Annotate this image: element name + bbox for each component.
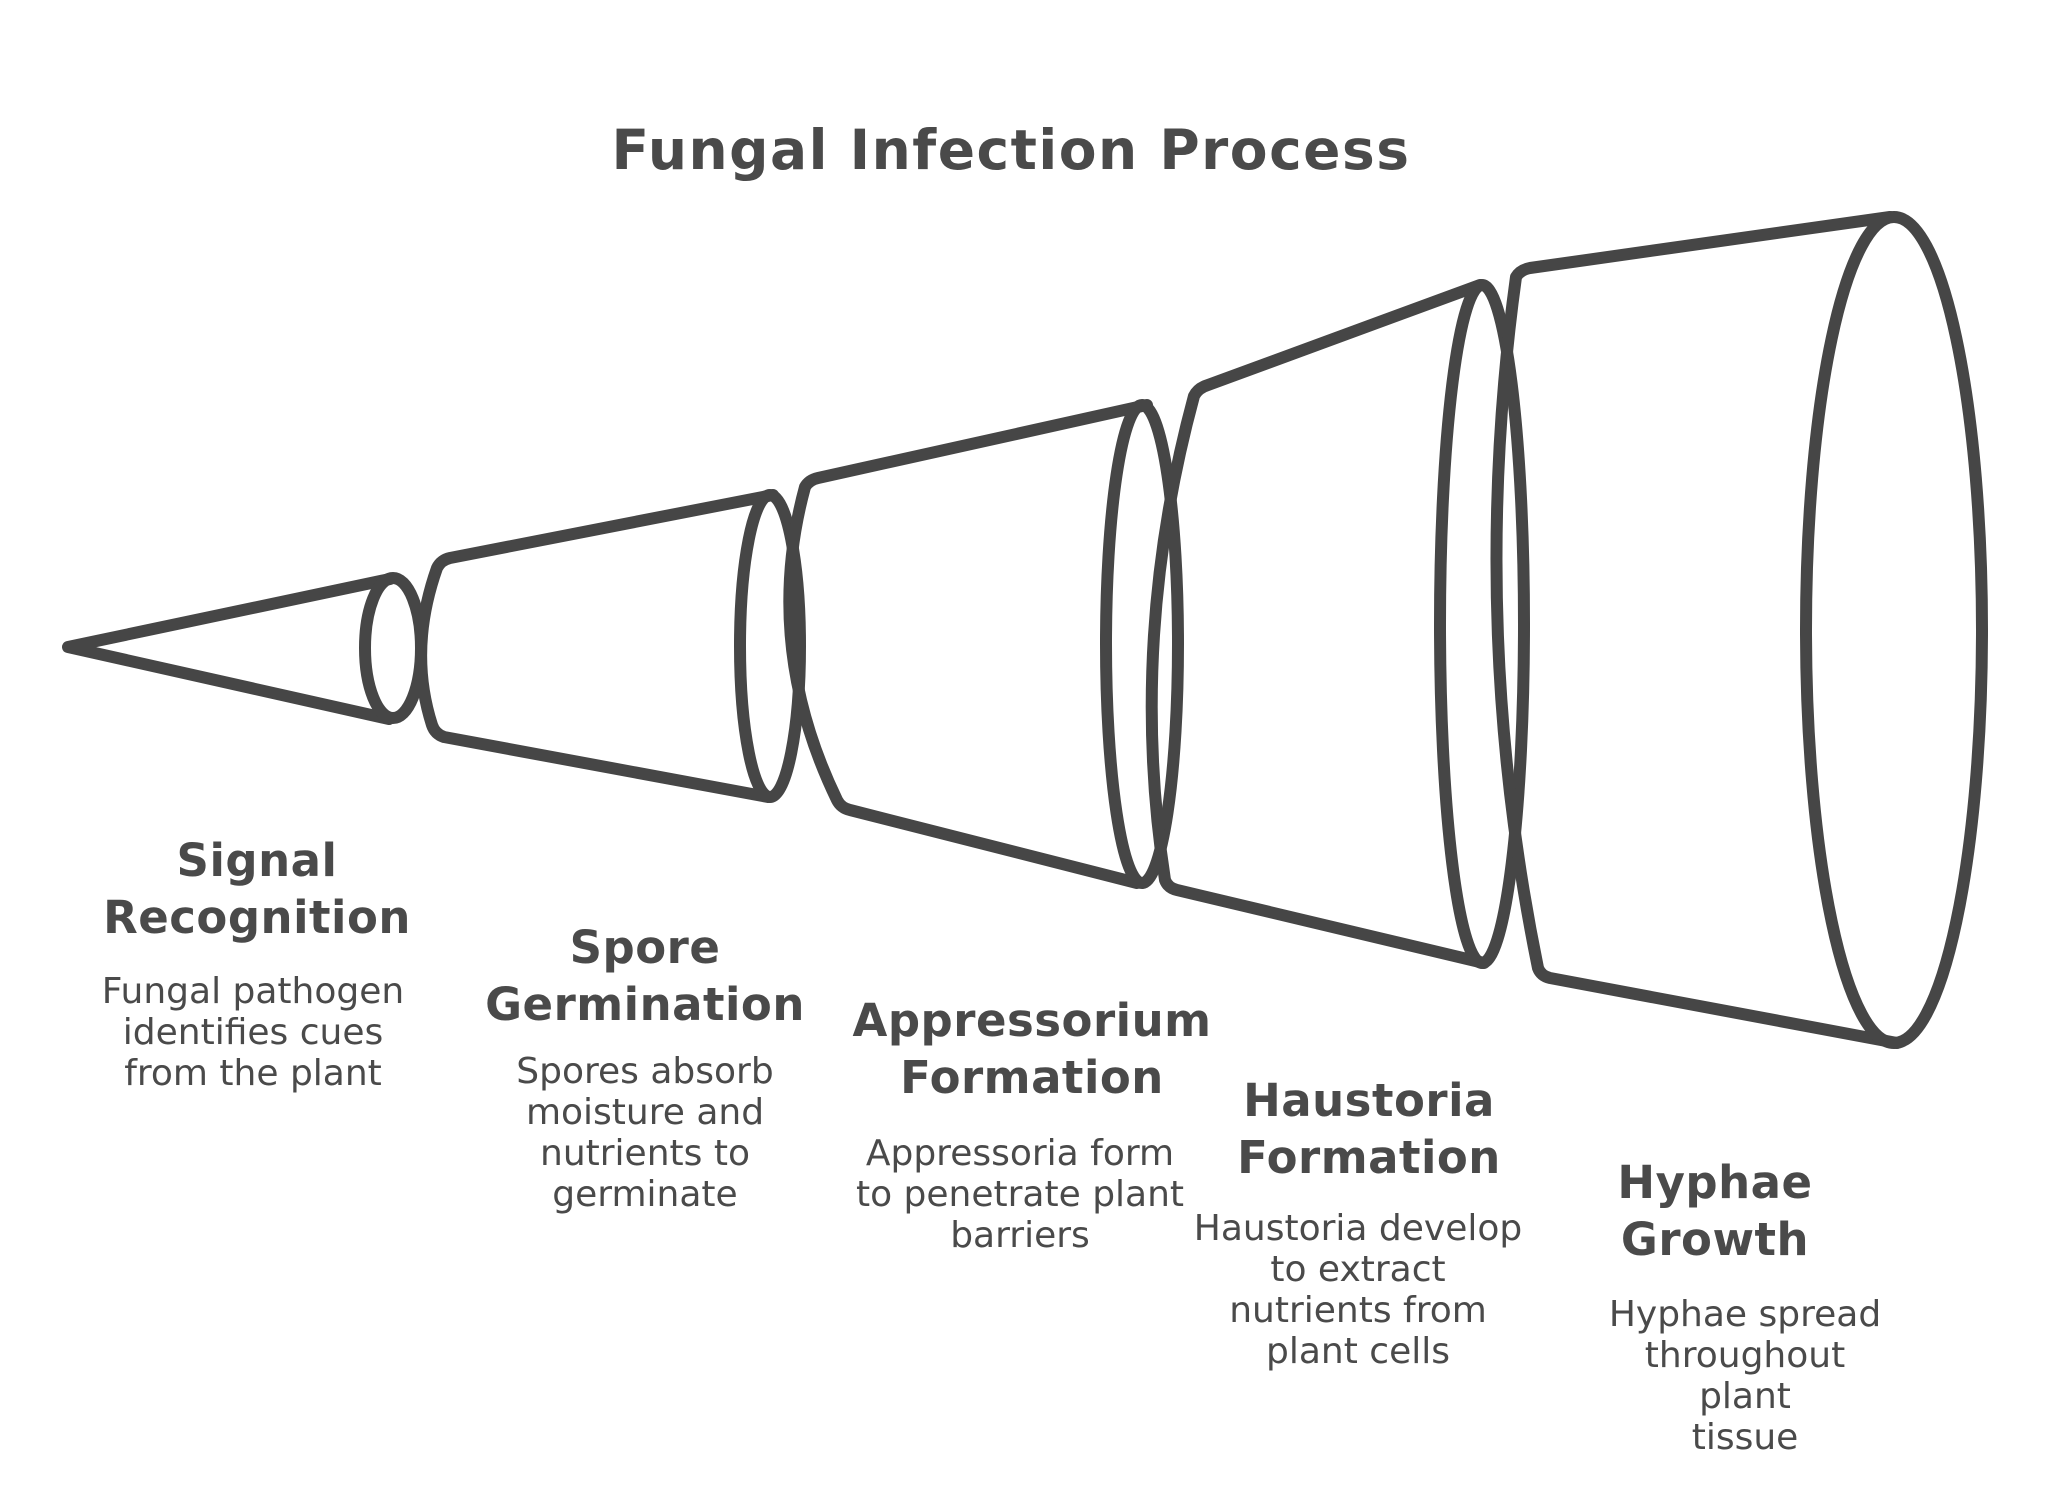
stage-2-description: Spores absorb moisture and nutrients to … bbox=[516, 1051, 774, 1215]
funnel-stage-1-cap-ellipse bbox=[359, 572, 427, 724]
stage-4-description: Haustoria develop to extract nutrients f… bbox=[1193, 1208, 1523, 1372]
stage-5-label: Hyphae Growth bbox=[1617, 1156, 1813, 1266]
stage-3-description: Appressoria form to penetrate plant barr… bbox=[855, 1133, 1185, 1256]
funnel-stage-3-body bbox=[783, 399, 1153, 889]
stage-2-label: Spore Germination bbox=[485, 921, 805, 1031]
stage-1-description: Fungal pathogen identifies cues from the… bbox=[101, 971, 405, 1094]
stage-4-label: Haustoria Formation bbox=[1237, 1074, 1501, 1184]
funnel-mouth-ellipse bbox=[1800, 211, 1988, 1049]
stage-1-label: Signal Recognition bbox=[103, 834, 411, 944]
funnel-stage-4-cap-ellipse bbox=[1434, 279, 1530, 969]
stage-5-description: Hyphae spread throughout plant tissue bbox=[1608, 1294, 1882, 1458]
funnel-stage-5-body bbox=[1490, 211, 1903, 1049]
page-title: Fungal Infection Process bbox=[611, 118, 1411, 182]
stage-3-label: Appressorium Formation bbox=[852, 994, 1212, 1104]
funnel-stage-4-body bbox=[1145, 279, 1490, 969]
funnel-stage-2-cap-ellipse bbox=[734, 489, 806, 803]
funnel-stage-2-body bbox=[415, 489, 779, 803]
funnel-stage-1-cone bbox=[62, 573, 396, 725]
funnel-stage-3-cap-ellipse bbox=[1100, 399, 1184, 889]
